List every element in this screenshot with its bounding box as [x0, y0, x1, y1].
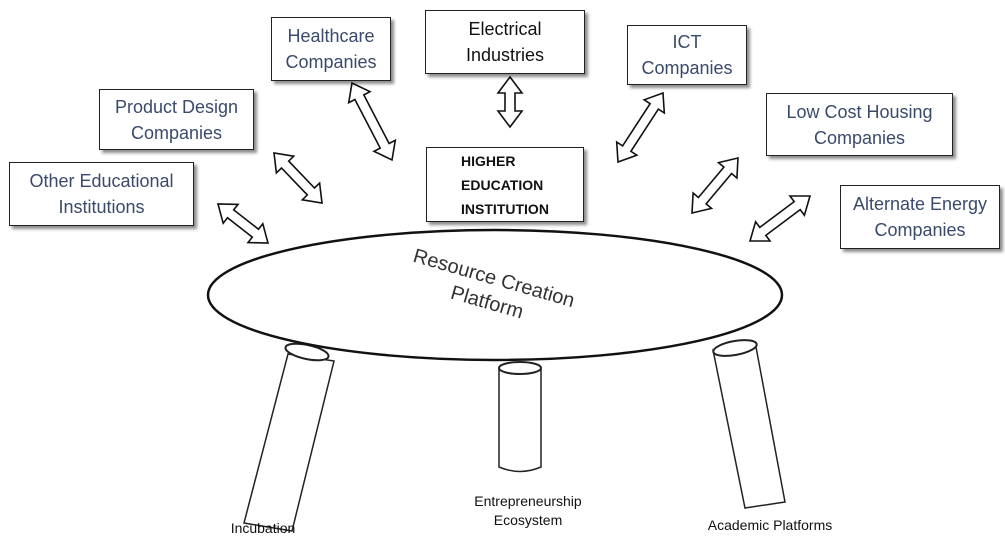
higher-education-institution-box: HIGHER EDUCATION INSTITUTION	[426, 147, 584, 222]
hei-label: HIGHER EDUCATION INSTITUTION	[461, 152, 549, 217]
arrow-product-design-icon	[273, 152, 323, 204]
leg-entrepreneurship	[498, 361, 542, 473]
academic-platforms-label: Academic Platforms	[707, 517, 833, 533]
ict-label: ICT Companies	[641, 32, 733, 78]
arrow-ict-icon	[615, 91, 666, 164]
resource-creation-platform: Resource Creation Platform	[206, 228, 784, 362]
other-educational-label: Other Educational Institutions	[29, 171, 174, 217]
ict-companies-box: ICT Companies	[627, 25, 747, 85]
arrow-healthcare-icon	[347, 81, 397, 162]
product-design-label: Product Design Companies	[114, 96, 239, 143]
alternate-energy-companies-box: Alternate Energy Companies	[840, 185, 1000, 249]
alternate-energy-label: Alternate Energy Companies	[852, 194, 988, 240]
healthcare-label: Healthcare Companies	[285, 26, 377, 72]
arrow-other-educational-icon	[216, 203, 270, 244]
incubation-label: Incubation	[230, 520, 296, 536]
leg-academic	[712, 339, 786, 509]
low-cost-housing-companies-box: Low Cost Housing Companies	[766, 93, 953, 156]
low-cost-housing-label: Low Cost Housing Companies	[786, 101, 933, 148]
electrical-industries-box: Electrical Industries	[425, 10, 585, 74]
product-design-companies-box: Product Design Companies	[99, 89, 254, 150]
leg-incubation	[243, 342, 335, 532]
arrow-low-cost-housing-icon	[691, 156, 739, 215]
entrepreneurship-ecosystem-label: Entrepreneurship Ecosystem	[474, 493, 582, 528]
arrow-alternate-energy-icon	[748, 195, 812, 242]
electrical-label: Electrical Industries	[465, 19, 545, 65]
other-educational-institutions-box: Other Educational Institutions	[9, 162, 194, 226]
double-arrows	[216, 75, 812, 244]
healthcare-companies-box: Healthcare Companies	[271, 17, 391, 81]
arrow-electrical-icon	[496, 75, 524, 129]
